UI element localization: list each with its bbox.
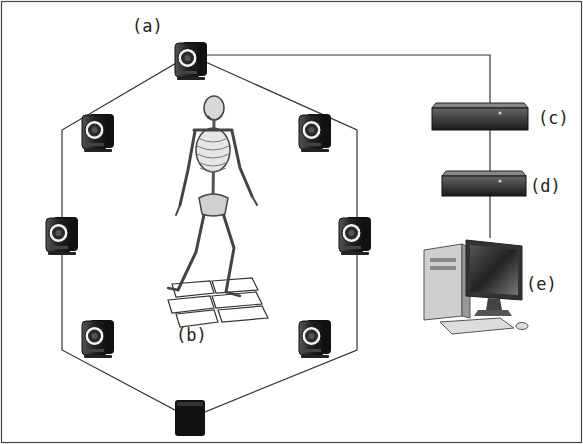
callout-label: (a) (132, 18, 163, 35)
callout-label: (c) (538, 110, 569, 127)
callout-label: (e) (526, 276, 557, 293)
callout-label: (d) (530, 178, 561, 195)
callout-label: (b) (176, 327, 207, 344)
